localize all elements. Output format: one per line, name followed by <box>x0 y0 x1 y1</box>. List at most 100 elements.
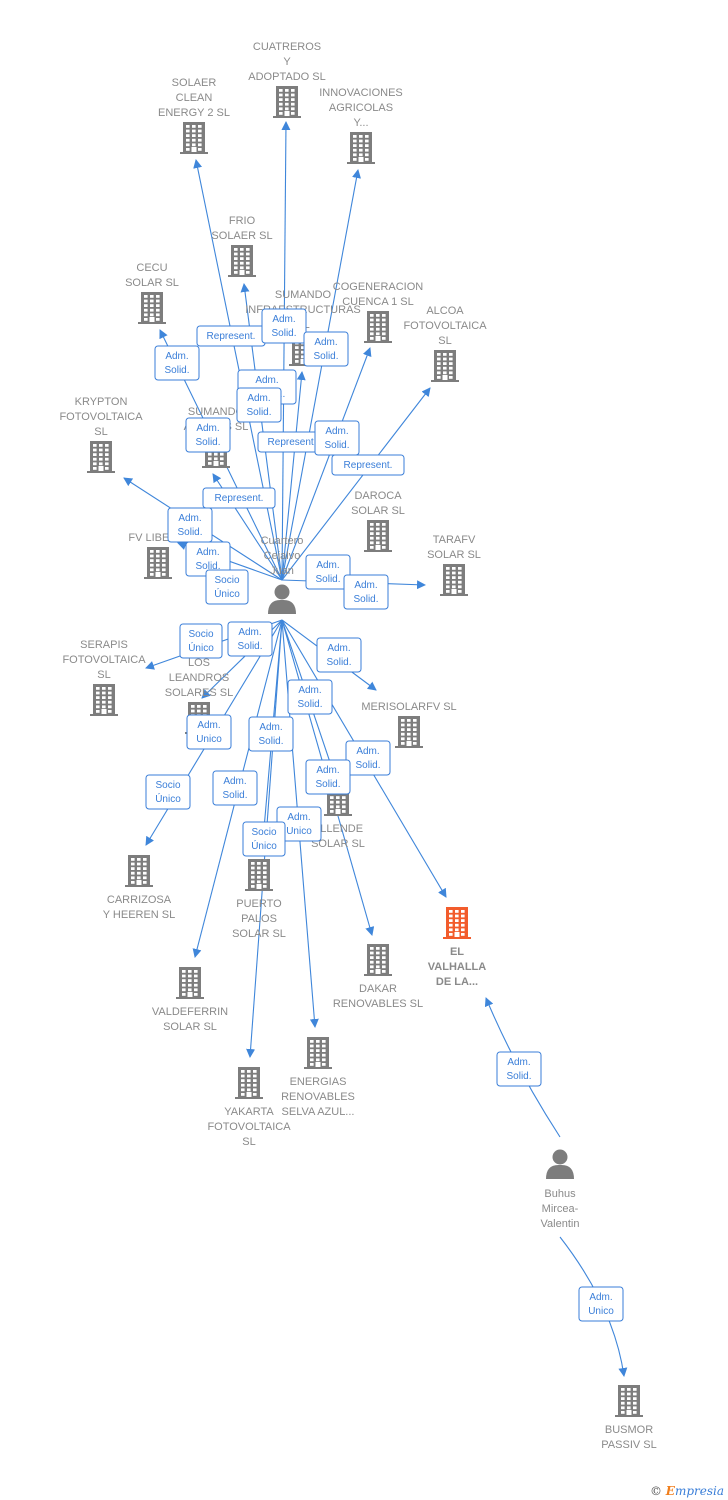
company-leandros-label-line: LEANDROS <box>169 672 230 684</box>
relation-label[interactable]: Adm. Unico <box>186 714 232 750</box>
relation-label[interactable]: Adm.Solid. <box>185 417 231 453</box>
company-node-carrizosa[interactable]: CARRIZOSA Y HEEREN SL <box>103 855 176 921</box>
relation-label[interactable]: Adm.Solid. <box>212 770 258 806</box>
company-solaer-label-line: CLEAN <box>176 92 213 104</box>
company-krypton-label-line: SL <box>94 426 107 438</box>
relation-label[interactable]: Adm.Solid. <box>236 387 282 423</box>
relation-label[interactable]: Adm.Solid. <box>305 759 351 795</box>
company-node-innovaciones[interactable]: INNOVACIONESAGRICOLASY... <box>319 87 403 164</box>
company-leandros-label-line: LOS <box>188 657 210 669</box>
relation-label[interactable]: Adm.Solid. <box>496 1051 542 1087</box>
relation-label[interactable]: Adm.Solid. <box>185 541 231 577</box>
building-icon <box>364 944 392 976</box>
edge-juan-sumando_inf <box>281 371 306 581</box>
relation-label-text: Unico <box>196 734 222 745</box>
company-sumando_act-label-line: SUMANDO <box>188 406 245 418</box>
relation-label-text: Adm. <box>259 722 282 733</box>
relation-label-text: Solid. <box>177 527 202 538</box>
relation-label-text: Adm. <box>314 337 337 348</box>
relation-label-text: Solid. <box>195 561 220 572</box>
person-juan-label-line: Juan <box>270 565 294 577</box>
company-sumando_inf-label-line: SUMANDO <box>275 289 332 301</box>
company-serapis-label-line: SL <box>97 669 110 681</box>
relation-label-text: Adm. <box>247 393 270 404</box>
brand-footer[interactable]: © Empresia <box>650 1484 724 1498</box>
relation-label[interactable]: Represent. <box>202 487 276 509</box>
company-valhalla-label-line: EL <box>450 946 464 958</box>
relation-label-text: Unico <box>588 1306 614 1317</box>
relation-label[interactable]: Represent. <box>196 325 266 347</box>
relation-label[interactable]: Adm.Solid. <box>316 637 362 673</box>
company-node-merisolar[interactable]: MERISOLARFV SL <box>361 701 457 748</box>
relation-label[interactable]: Adm.Solid. <box>345 740 391 776</box>
relation-label[interactable]: Adm.Solid. <box>343 574 389 610</box>
building-icon <box>347 132 375 164</box>
relation-label[interactable]: Adm.Unico <box>578 1286 624 1322</box>
relation-label-text: Solid. <box>324 440 349 451</box>
relation-label-text: Solid. <box>195 437 220 448</box>
company-tarafv-label-line: SOLAR SL <box>427 549 481 561</box>
relation-label[interactable]: Adm.Solid. <box>227 621 273 657</box>
building-icon <box>87 441 115 473</box>
company-energias-label-line: ENERGIAS <box>290 1076 347 1088</box>
relation-label-text: Único <box>214 587 240 600</box>
relation-label[interactable]: Adm.Solid. <box>154 345 200 381</box>
relation-label[interactable]: Adm.Solid. <box>248 716 294 752</box>
company-yakarta-label-line: FOTOVOLTAICA <box>207 1121 291 1133</box>
company-frio-label-line: FRIO <box>229 215 256 227</box>
building-icon <box>228 245 256 277</box>
company-dakar-label-line: RENOVABLES SL <box>333 998 423 1010</box>
relation-label-text: Solid. <box>237 641 262 652</box>
building-icon <box>615 1385 643 1417</box>
relation-label[interactable]: Adm.Solid. <box>303 331 349 367</box>
person-juan-label-line: Cuartero <box>261 535 304 547</box>
company-innovaciones-label-line: INNOVACIONES <box>319 87 403 99</box>
company-puerto-label-line: PUERTO <box>236 898 282 910</box>
company-solaer-label-line: SOLAER <box>172 77 217 89</box>
relation-label-text: Socio <box>214 575 239 586</box>
relation-label[interactable]: Adm.Solid. <box>305 554 351 590</box>
building-icon <box>245 859 273 891</box>
company-busmor-label-line: PASSIV SL <box>601 1439 656 1451</box>
relation-label[interactable]: Adm.Solid. <box>167 507 213 543</box>
company-yakarta-label-line: YAKARTA <box>224 1106 274 1118</box>
company-carrizosa-label-line: Y HEEREN SL <box>103 909 176 921</box>
person-icon <box>546 1149 574 1179</box>
relation-label-text: Adm. <box>197 720 220 731</box>
company-energias-label-line: SELVA AZUL... <box>282 1106 355 1118</box>
company-carrizosa-label-line: CARRIZOSA <box>107 894 172 906</box>
building-icon <box>235 1067 263 1099</box>
person-buhus-label-line: Valentin <box>541 1218 580 1230</box>
relation-label-text: Solid. <box>326 657 351 668</box>
relation-label[interactable]: Adm.Solid. <box>261 308 307 344</box>
relation-label-text: Adm. <box>272 314 295 325</box>
company-cuatreros-label-line: ADOPTADO SL <box>248 71 325 83</box>
company-daroca-label-line: DAROCA <box>354 490 402 502</box>
relation-label[interactable]: Adm.Solid. <box>287 679 333 715</box>
relation-label[interactable]: Represent. <box>331 454 405 476</box>
relation-label[interactable]: Adm.Solid. <box>314 420 360 456</box>
